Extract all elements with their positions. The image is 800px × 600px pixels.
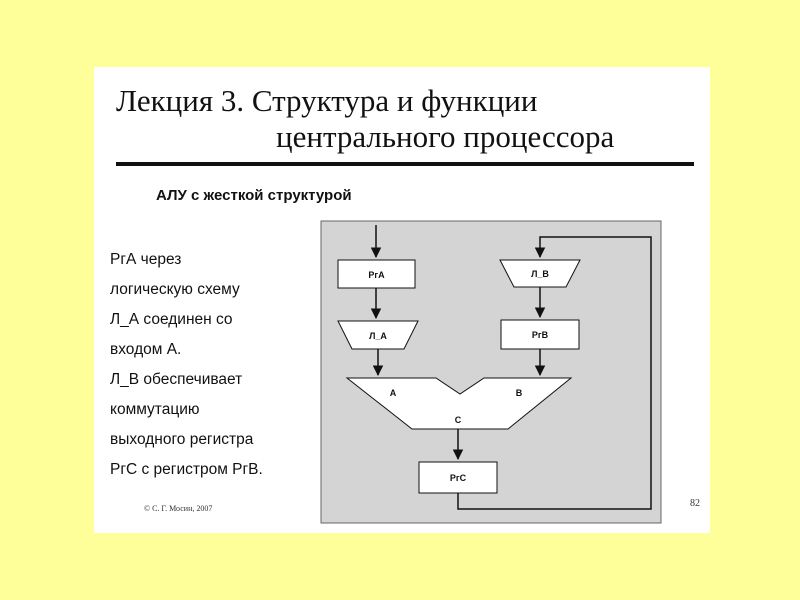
alu-block [345,377,573,430]
description-line: Л_А соединен со [110,311,233,328]
alu-input-a-label: А [390,388,397,398]
description-line: коммутацию [110,401,200,418]
slide-title: Лекция 3. Структура и функции центрально… [116,83,614,155]
alu-input-b-label: В [516,388,523,398]
logic-a-block [337,320,419,350]
description-line: РгС с регистром РгВ. [110,461,263,478]
alu-diagram: РгА Л_А Л_В РгВ А В С РгС [320,220,662,524]
logic-b-label: Л_В [531,269,549,279]
title-line-1: Лекция 3. Структура и функции [116,83,538,118]
logic-b-block [499,259,581,288]
reg-a-block [337,259,416,289]
description-line: РгА через [110,251,182,268]
description-line: Л_В обеспечивает [110,371,243,388]
reg-b-label: РгВ [532,330,549,340]
reg-c-label: РгС [450,473,467,483]
logic-a-label: Л_А [369,331,387,341]
slide: Лекция 3. Структура и функции центрально… [94,67,710,533]
reg-a-label: РгА [368,270,385,280]
page-number: 82 [690,498,700,509]
slide-subtitle: АЛУ с жесткой структурой [156,187,352,204]
reg-c-block [418,461,498,494]
description-line: входом А. [110,341,182,358]
description-line: выходного регистра [110,431,254,448]
description-line: логическую схему [110,281,240,298]
alu-output-c-label: С [455,415,462,425]
title-line-2: центрального процессора [276,119,615,154]
copyright-note: © С. Г. Мосин, 2007 [144,504,213,513]
feedback-path-reg-c-to-logic-b [457,236,652,510]
description-text: РгА через логическую схему Л_А соединен … [110,245,310,485]
title-divider [116,162,694,166]
